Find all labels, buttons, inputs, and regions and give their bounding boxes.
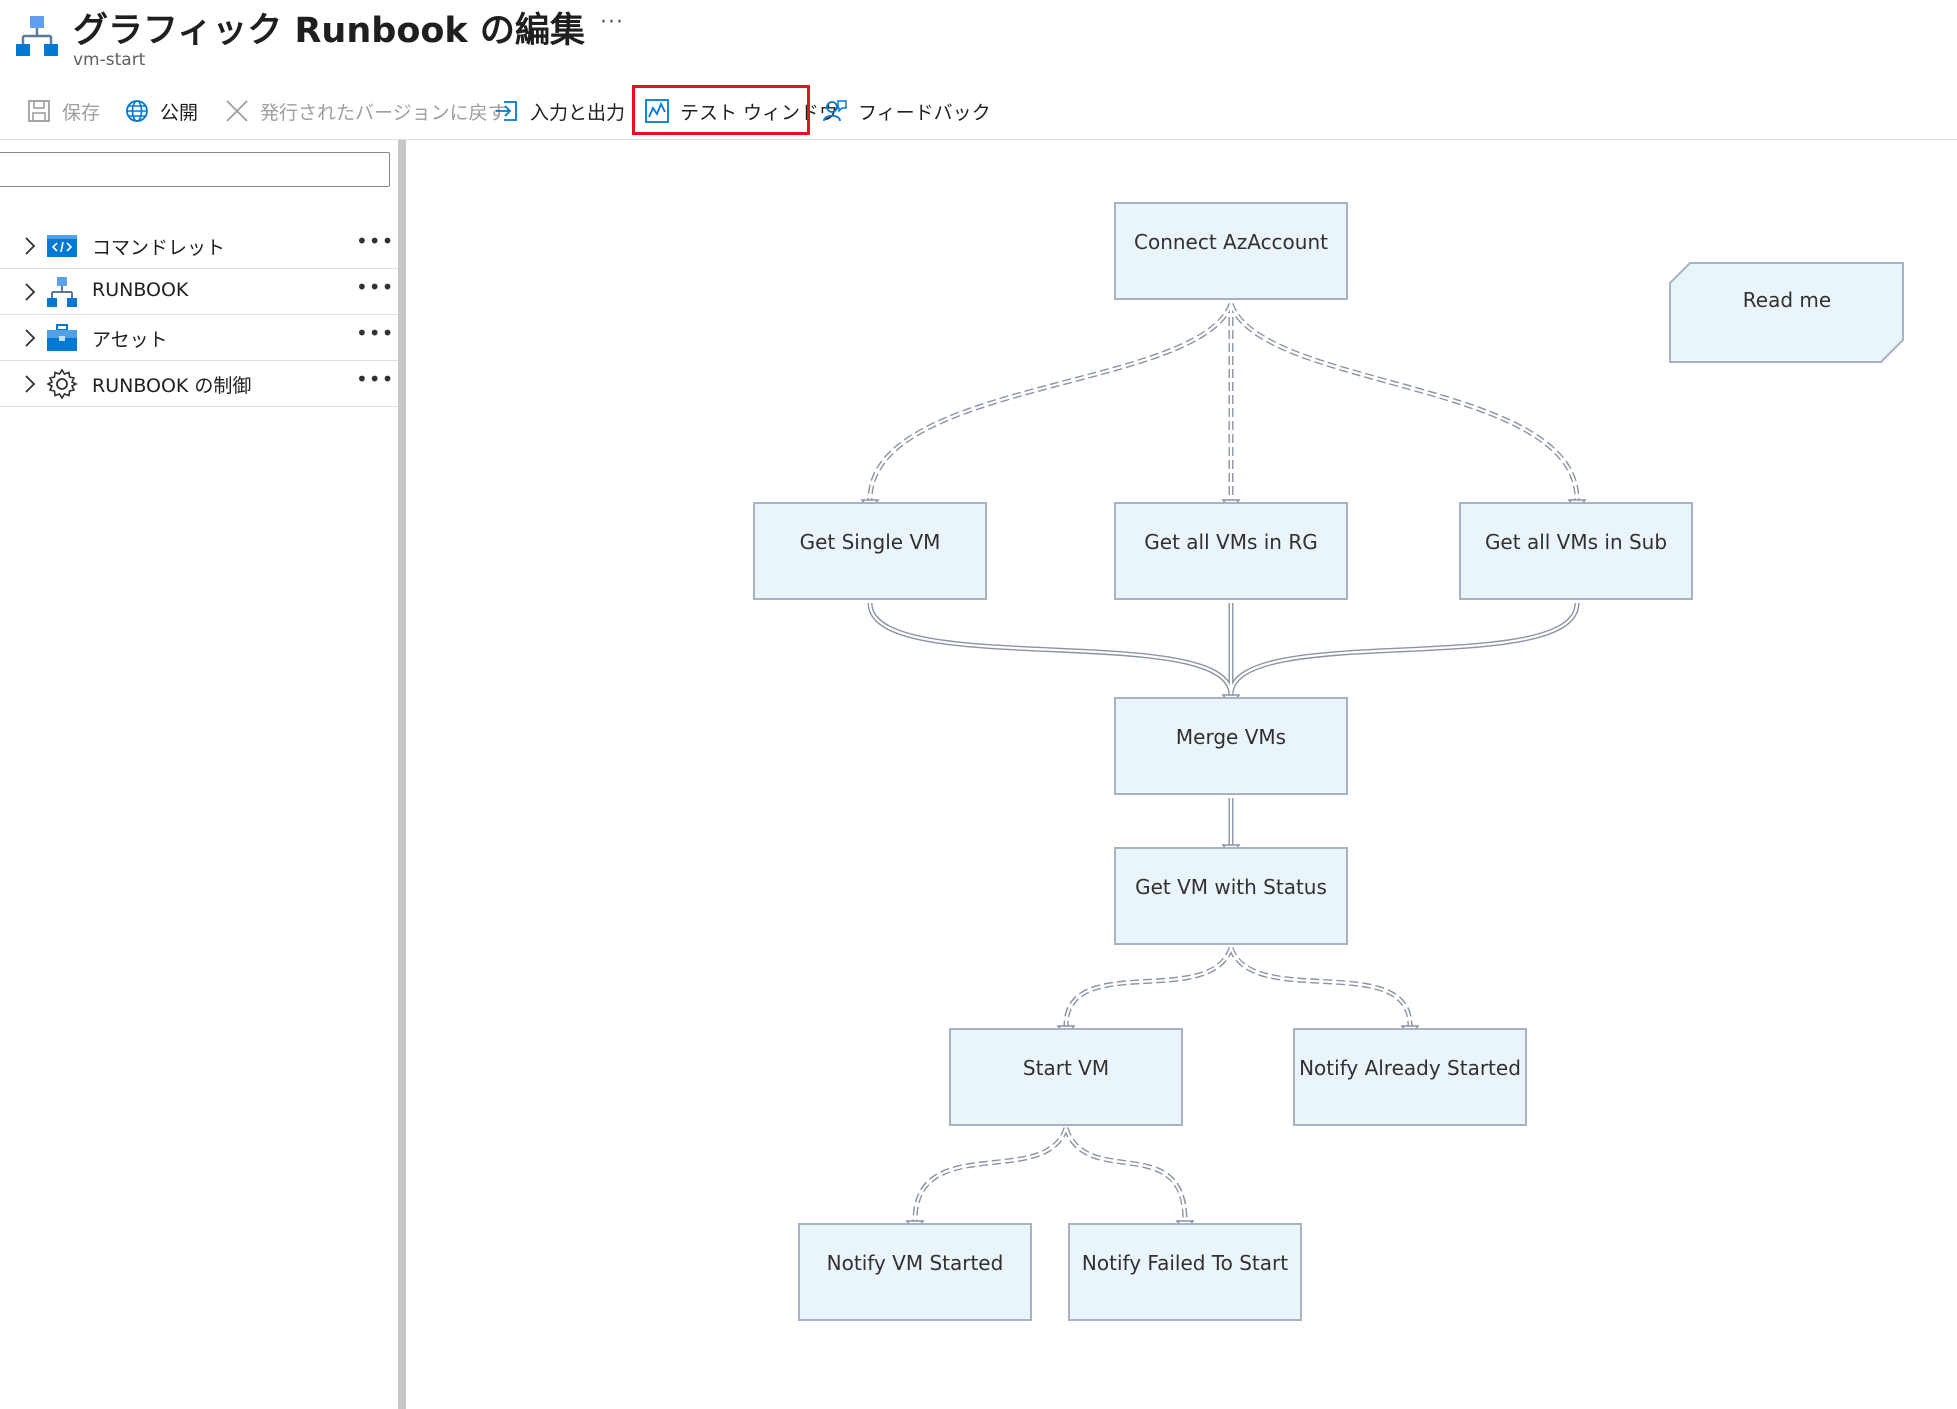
close-icon	[226, 100, 248, 122]
save-label: 保存	[62, 101, 101, 124]
tree-item-cmdlets[interactable]: コマンドレット •••	[0, 223, 398, 269]
input-output-label: 入力と出力	[530, 101, 626, 124]
feedback-icon	[823, 100, 847, 122]
chevron-right-icon[interactable]	[20, 328, 40, 348]
save-icon	[28, 100, 50, 122]
chevron-right-icon[interactable]	[20, 282, 40, 302]
activity-get-all-vms-in-sub[interactable]: Get all VMs in Sub	[1459, 502, 1693, 600]
page-title: グラフィック Runbook の編集	[73, 11, 585, 51]
activity-get-vm-with-status[interactable]: Get VM with Status	[1114, 847, 1348, 945]
highlight-box	[632, 85, 810, 135]
asset-icon	[47, 324, 77, 351]
cmdlet-icon	[47, 235, 77, 257]
revert-label: 発行されたバージョンに戻す	[260, 101, 507, 124]
gear-icon	[46, 368, 78, 400]
activity-notify-failed-to-start[interactable]: Notify Failed To Start	[1068, 1223, 1302, 1321]
activity-get-single-vm[interactable]: Get Single VM	[753, 502, 987, 600]
tree-item-assets[interactable]: アセット •••	[0, 315, 398, 361]
tree-item-runbook-control[interactable]: RUNBOOK の制御 •••	[0, 361, 398, 407]
save-button[interactable]: 保存	[26, 90, 100, 132]
more-options-button[interactable]: •••	[356, 367, 395, 391]
tree-item-label: RUNBOOK	[92, 279, 189, 301]
activity-notify-vm-started[interactable]: Notify VM Started	[798, 1223, 1032, 1321]
tree-item-label: コマンドレット	[92, 237, 226, 259]
more-options-button[interactable]: •••	[356, 275, 395, 299]
activity-start-vm[interactable]: Start VM	[949, 1028, 1183, 1126]
revert-button[interactable]: 発行されたバージョンに戻す	[224, 90, 507, 132]
publish-label: 公開	[160, 101, 199, 124]
publish-button[interactable]: 公開	[124, 90, 198, 132]
runbook-icon	[16, 16, 58, 56]
feedback-label: フィードバック	[858, 101, 991, 124]
tree-item-runbook[interactable]: RUNBOOK •••	[0, 269, 398, 315]
chart-icon	[645, 99, 669, 123]
test-window-label: テスト ウィンドウ	[680, 101, 839, 124]
readme-note[interactable]: Read me	[1742, 288, 1832, 312]
activity-notify-already-started[interactable]: Notify Already Started	[1293, 1028, 1527, 1126]
command-bar: 保存 公開 発行されたバージョンに戻す 入力と出力 テスト ウィンドウ フィード…	[0, 90, 1957, 132]
tree-item-label: アセット	[92, 329, 168, 351]
test-window-button[interactable]: テスト ウィンドウ	[644, 90, 838, 132]
pane-splitter[interactable]	[398, 140, 406, 1409]
input-output-button[interactable]: 入力と出力	[494, 90, 625, 132]
feedback-button[interactable]: フィードバック	[822, 90, 991, 132]
input-output-icon	[496, 101, 517, 121]
chevron-right-icon[interactable]	[20, 374, 40, 394]
runbook-name: vm-start	[73, 50, 146, 70]
search-input[interactable]	[0, 152, 390, 187]
tree-item-label: RUNBOOK の制御	[92, 375, 252, 397]
more-options-button[interactable]: •••	[356, 229, 395, 253]
more-options-button[interactable]: ···	[600, 10, 624, 35]
readme-shape	[1669, 262, 1904, 363]
globe-icon	[126, 100, 148, 122]
chevron-right-icon[interactable]	[20, 236, 40, 256]
activity-get-all-vms-in-rg[interactable]: Get all VMs in RG	[1114, 502, 1348, 600]
runbook-icon	[47, 277, 77, 307]
more-options-button[interactable]: •••	[356, 321, 395, 345]
activity-merge-vms[interactable]: Merge VMs	[1114, 697, 1348, 795]
toolbar-divider	[0, 139, 1957, 140]
activity-connect-azaccount[interactable]: Connect AzAccount	[1114, 202, 1348, 300]
